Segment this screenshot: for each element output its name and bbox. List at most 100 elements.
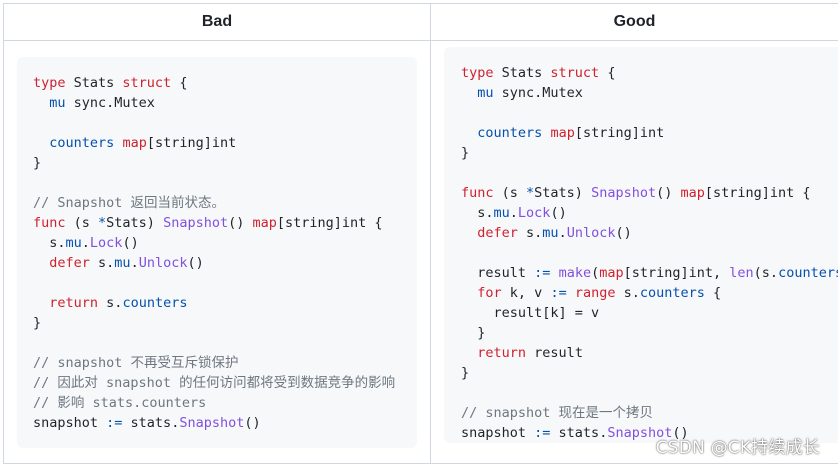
code-line: func (s *Stats) Snapshot() map[string]in…	[461, 183, 838, 203]
code-token: mu	[493, 205, 510, 221]
code-token: ()	[672, 425, 689, 441]
code-token: .	[81, 235, 90, 251]
code-line: counters map[string]int	[461, 123, 838, 143]
code-token: ()	[550, 205, 567, 221]
code-token: map	[680, 185, 705, 201]
code-token: // 因此对 snapshot 的任何访问都将受到数据竞争的影响	[33, 375, 396, 391]
code-token: len	[729, 265, 754, 281]
code-token: ()	[187, 255, 204, 271]
code-token: Unlock	[138, 255, 188, 271]
code-line: }	[461, 323, 838, 343]
code-token: ()	[122, 235, 139, 251]
code-line: s.mu.Lock()	[461, 203, 838, 223]
code-token: Snapshot	[179, 415, 245, 431]
code-token: }	[461, 145, 470, 161]
code-token: [string]int	[146, 135, 237, 151]
code-token: struct	[550, 65, 600, 81]
code-token: s.	[89, 255, 115, 271]
code-line	[33, 273, 417, 293]
code-line: // 影响 stats.counters	[33, 393, 417, 413]
code-line: return s.counters	[33, 293, 417, 313]
code-line: mu sync.Mutex	[33, 93, 417, 113]
code-token: (s	[493, 185, 527, 201]
table-border-left	[3, 3, 4, 464]
code-token: // Snapshot 返回当前状态。	[33, 195, 226, 211]
code-token: // 影响 stats.counters	[33, 395, 207, 411]
code-token: s.	[98, 295, 123, 311]
code-token: *	[526, 185, 535, 201]
code-token	[461, 285, 477, 301]
code-line: snapshot := stats.Snapshot()	[33, 413, 417, 433]
code-line: // snapshot 现在是一个拷贝	[461, 403, 838, 423]
code-token: struct	[122, 75, 172, 91]
code-token: :=	[534, 425, 551, 441]
code-token: {	[599, 65, 616, 81]
code-token: result[k] = v	[461, 305, 600, 321]
code-line: func (s *Stats) Snapshot() map[string]in…	[33, 213, 417, 233]
code-token: [string]int,	[623, 265, 730, 281]
code-token	[550, 265, 558, 281]
code-line	[461, 103, 838, 123]
code-token	[33, 135, 49, 151]
code-line: mu sync.Mutex	[461, 83, 838, 103]
code-token: *	[98, 215, 107, 231]
code-token: Stats	[493, 65, 551, 81]
code-token	[461, 125, 477, 141]
code-token: // snapshot 现在是一个拷贝	[461, 405, 654, 421]
code-token: s.	[517, 225, 543, 241]
code-token: s.	[461, 205, 494, 221]
code-token: result	[461, 265, 535, 281]
code-token: :=	[534, 265, 551, 281]
code-token: :=	[106, 415, 123, 431]
table-border-top	[3, 3, 838, 4]
code-token: Snapshot	[163, 215, 229, 231]
code-token: make	[558, 265, 592, 281]
code-token: Stats	[65, 75, 123, 91]
header-good: Good	[613, 13, 656, 30]
code-token: return	[49, 295, 99, 311]
code-line: }	[461, 363, 838, 383]
code-token: sync.Mutex	[65, 95, 155, 111]
comparison-table: Bad Good type Stats struct { mu sync.Mut…	[3, 3, 838, 464]
code-token: mu	[542, 225, 559, 241]
code-token: defer	[49, 255, 90, 271]
code-token: [string]int {	[704, 185, 811, 201]
code-line: snapshot := stats.Snapshot()	[461, 423, 838, 443]
code-token: }	[33, 155, 42, 171]
code-token: .	[558, 225, 567, 241]
code-token: :=	[550, 285, 567, 301]
code-token: defer	[477, 225, 518, 241]
code-token: result	[526, 345, 583, 361]
code-line: type Stats struct {	[461, 63, 838, 83]
code-line	[33, 173, 417, 193]
code-token: func	[33, 215, 66, 231]
code-token: counters	[477, 125, 543, 141]
code-token: .	[130, 255, 139, 271]
watermark: CSDN @CK持续成长	[655, 438, 820, 458]
code-token: (s.	[753, 265, 779, 281]
code-token: range	[574, 285, 616, 301]
code-token: }	[461, 365, 470, 381]
code-token: counters	[122, 295, 188, 311]
code-line: // snapshot 不再受互斥锁保护	[33, 353, 417, 373]
header-bad: Bad	[201, 13, 233, 30]
table-border-bottom	[3, 463, 838, 464]
code-token: {	[171, 75, 188, 91]
code-token	[33, 255, 49, 271]
code-line: result := make(map[string]int, len(s.cou…	[461, 263, 838, 283]
code-token: Unlock	[566, 225, 616, 241]
code-token: sync.Mutex	[493, 85, 583, 101]
code-token: (s	[65, 215, 99, 231]
code-token: snapshot	[461, 425, 535, 441]
code-token: ()	[244, 415, 261, 431]
code-token: counters	[639, 285, 705, 301]
code-line	[33, 333, 417, 353]
code-token: mu	[49, 95, 66, 111]
code-token: // snapshot 不再受互斥锁保护	[33, 355, 239, 371]
code-token: s.	[615, 285, 640, 301]
code-token: }	[33, 315, 42, 331]
code-line	[461, 163, 838, 183]
code-token: snapshot	[33, 415, 107, 431]
code-line: return result	[461, 343, 838, 363]
code-token: }	[461, 325, 486, 341]
